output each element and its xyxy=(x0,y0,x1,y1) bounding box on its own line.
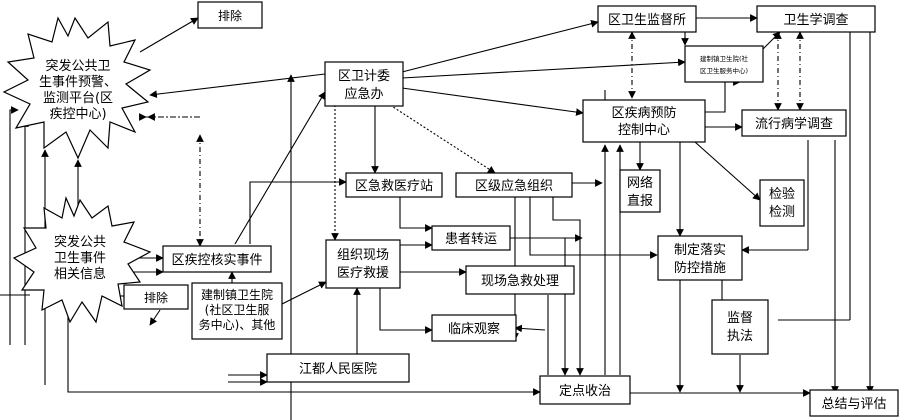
node-verify-event: 区疾控核实事件 xyxy=(162,245,272,273)
control-measures-line-1: 制定落实 xyxy=(674,243,726,258)
network-report-line-1: 网络 xyxy=(627,175,653,191)
warning-platform-line-1: 突发公共卫 xyxy=(45,58,110,74)
warning-platform-line-4: 疾控中心) xyxy=(49,107,106,122)
public-info-line-2: 卫生事件 xyxy=(54,251,106,266)
node-jiangdu-hospital: 江都人民医院 xyxy=(266,353,410,383)
testing-line-1: 检验 xyxy=(769,186,795,202)
node-health-commission: 区卫计委 应急办 xyxy=(324,61,404,107)
node-control-measures: 制定落实 防控措施 xyxy=(657,235,743,281)
node-patient-transfer: 患者转运 xyxy=(431,225,511,251)
svg-text:现场急救处理: 现场急救处理 xyxy=(481,273,559,289)
network-report-line-2: 直报 xyxy=(627,194,653,209)
town-center-small-line-1: 建制镇卫生院(社 xyxy=(700,54,749,63)
warning-platform-line-2: 生事件预警、 xyxy=(39,74,117,90)
node-town-center-small: 建制镇卫生院(社 区卫生服务中心) xyxy=(684,45,764,83)
node-emergency-station: 区急救医疗站 xyxy=(345,172,443,198)
svg-text:排除: 排除 xyxy=(144,290,168,305)
node-exclude-left: 排除 xyxy=(123,284,189,310)
node-public-info: 突发公共 卫生事件 相关信息 xyxy=(12,196,152,324)
node-organize-rescue: 组织现场 医疗救援 xyxy=(325,239,401,289)
svg-text:临床观察: 临床观察 xyxy=(448,322,500,337)
svg-text:区卫生监督所: 区卫生监督所 xyxy=(608,13,686,28)
svg-text:区急救医疗站: 区急救医疗站 xyxy=(355,178,433,194)
node-summary: 总结与评估 xyxy=(809,389,899,417)
cdc-line-2: 控制中心 xyxy=(618,123,670,138)
svg-text:患者转运: 患者转运 xyxy=(445,232,497,247)
node-exclude-top: 排除 xyxy=(197,1,263,29)
node-testing: 检验 检测 xyxy=(759,179,805,227)
town-hospital-line-3: 务中心)、其他 xyxy=(199,317,276,332)
supervision-enforce-line-2: 执法 xyxy=(727,329,753,344)
supervision-enforce-line-1: 监督 xyxy=(727,311,753,326)
node-warning-platform: 突发公共卫 生事件预警、 监测平台(区 疾控中心) xyxy=(2,16,152,160)
node-clinical-observation: 临床观察 xyxy=(431,314,517,342)
warning-platform-line-3: 监测平台(区 xyxy=(43,91,113,106)
health-commission-line-1: 区卫计委 xyxy=(338,69,390,84)
svg-text:江都人民医院: 江都人民医院 xyxy=(299,362,377,377)
town-hospital-line-2: (社区卫生服 xyxy=(205,302,270,317)
node-designated-treatment: 定点收治 xyxy=(539,375,631,405)
town-hospital-line-1: 建制镇卫生院 xyxy=(201,288,273,302)
svg-text:区疾控核实事件: 区疾控核实事件 xyxy=(171,253,262,268)
control-measures-line-2: 防控措施 xyxy=(674,260,726,276)
svg-text:定点收治: 定点收治 xyxy=(559,384,611,399)
organize-rescue-line-1: 组织现场 xyxy=(337,248,389,263)
public-info-line-3: 相关信息 xyxy=(54,266,106,282)
svg-text:流行病学调查: 流行病学调查 xyxy=(755,116,833,132)
node-network-report: 网络 直报 xyxy=(619,169,661,213)
node-supervision-office: 区卫生监督所 xyxy=(597,5,697,33)
node-hygiene-survey: 卫生学调查 xyxy=(756,5,876,33)
svg-text:排除: 排除 xyxy=(218,8,242,23)
node-onsite-treatment: 现场急救处理 xyxy=(465,265,575,295)
svg-text:总结与评估: 总结与评估 xyxy=(821,397,886,412)
testing-line-2: 检测 xyxy=(769,205,795,220)
town-center-small-line-2: 区卫生服务中心) xyxy=(700,66,748,75)
node-town-hospital: 建制镇卫生院 (社区卫生服 务中心)、其他 xyxy=(191,282,283,340)
cdc-line-1: 区疾病预防 xyxy=(611,105,676,121)
svg-text:卫生学调查: 卫生学调查 xyxy=(783,12,848,28)
health-commission-line-2: 应急办 xyxy=(344,86,383,102)
node-epidemiology: 流行病学调查 xyxy=(741,109,847,137)
node-cdc: 区疾病预防 控制中心 xyxy=(582,99,706,143)
svg-text:区级应急组织: 区级应急组织 xyxy=(475,178,553,194)
node-supervision-enforce: 监督 执法 xyxy=(711,299,769,355)
node-district-emergency-org: 区级应急组织 xyxy=(455,172,573,198)
public-info-line-1: 突发公共 xyxy=(54,234,106,250)
organize-rescue-line-2: 医疗救援 xyxy=(337,265,389,281)
